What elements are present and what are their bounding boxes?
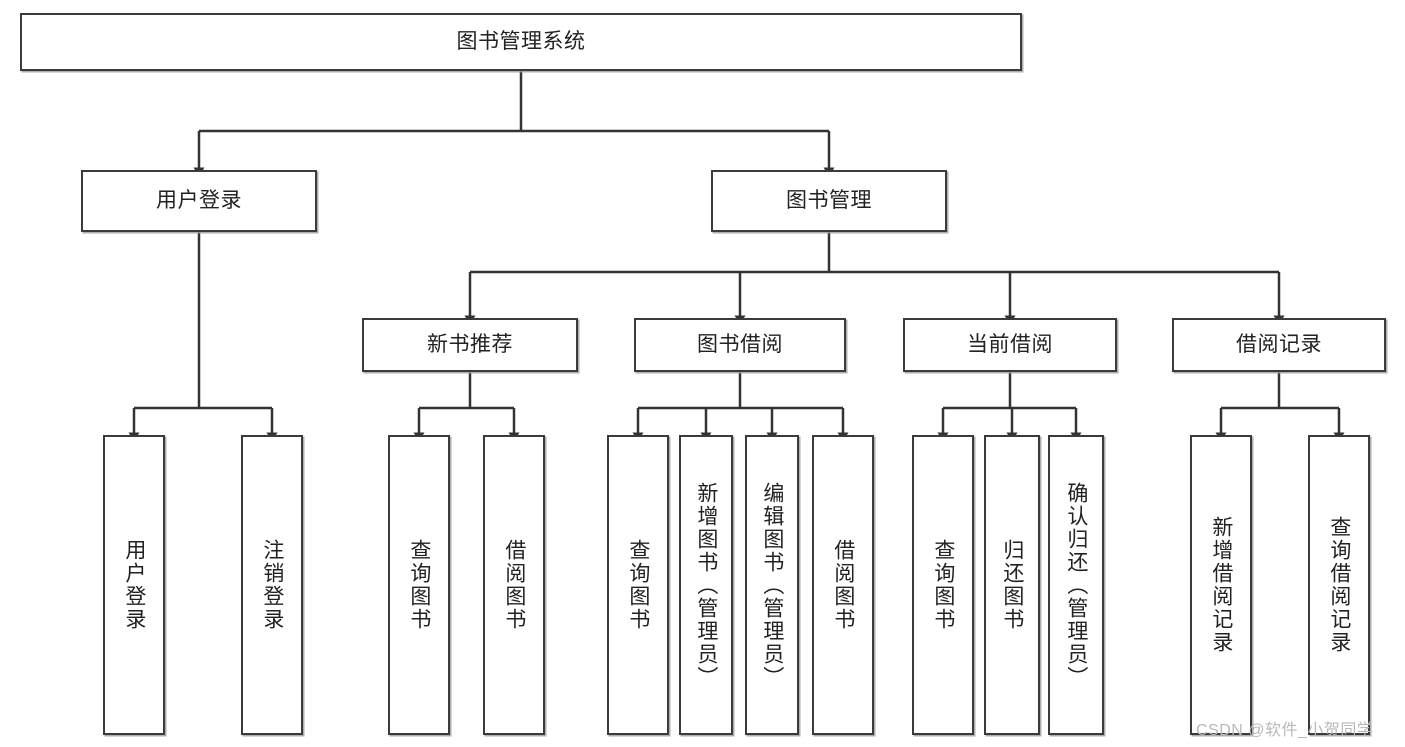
node-newbook[interactable]: 新书推荐	[362, 318, 578, 372]
node-label: 用户登录	[122, 539, 146, 631]
node-current[interactable]: 当前借阅	[903, 318, 1117, 372]
node-leaf-7[interactable]: 编辑图书（管理员）	[745, 435, 799, 735]
node-label: 借阅记录	[1236, 333, 1322, 357]
node-leaf-9[interactable]: 查询图书	[912, 435, 974, 735]
node-leaf-6[interactable]: 新增图书（管理员）	[679, 435, 733, 735]
node-label: 借阅图书	[831, 539, 855, 631]
node-label: 查询图书	[931, 539, 955, 631]
node-root[interactable]: 图书管理系统	[20, 13, 1022, 71]
node-label: 查询借阅记录	[1327, 516, 1351, 654]
node-label: 编辑图书（管理员）	[760, 481, 784, 689]
node-label: 注销登录	[260, 539, 284, 631]
node-borrow[interactable]: 图书借阅	[634, 318, 846, 372]
node-label: 图书借阅	[697, 333, 783, 357]
node-label: 查询图书	[626, 539, 650, 631]
node-leaf-2[interactable]: 注销登录	[241, 435, 303, 735]
node-label: 用户登录	[156, 189, 242, 213]
node-records[interactable]: 借阅记录	[1172, 318, 1386, 372]
node-label: 借阅图书	[502, 539, 526, 631]
node-label: 新增图书（管理员）	[694, 481, 718, 689]
node-label: 新书推荐	[427, 333, 513, 357]
node-label: 确认归还（管理员）	[1064, 481, 1088, 689]
node-leaf-3[interactable]: 查询图书	[388, 435, 450, 735]
node-label: 当前借阅	[967, 333, 1053, 357]
node-label: 查询图书	[407, 539, 431, 631]
watermark-label: CSDN @软件_小贺同学	[1196, 722, 1374, 739]
node-leaf-1[interactable]: 用户登录	[103, 435, 165, 735]
node-label: 图书管理	[786, 189, 872, 213]
node-login[interactable]: 用户登录	[81, 170, 317, 232]
node-label: 归还图书	[1000, 539, 1024, 631]
node-label: 新增借阅记录	[1209, 516, 1233, 654]
node-leaf-13[interactable]: 查询借阅记录	[1308, 435, 1370, 735]
node-leaf-4[interactable]: 借阅图书	[483, 435, 545, 735]
node-leaf-10[interactable]: 归还图书	[984, 435, 1040, 735]
node-label: 图书管理系统	[456, 30, 586, 54]
node-leaf-8[interactable]: 借阅图书	[812, 435, 874, 735]
node-leaf-5[interactable]: 查询图书	[607, 435, 669, 735]
node-leaf-11[interactable]: 确认归还（管理员）	[1048, 435, 1104, 735]
node-leaf-12[interactable]: 新增借阅记录	[1190, 435, 1252, 735]
node-bookmgmt[interactable]: 图书管理	[711, 170, 947, 232]
